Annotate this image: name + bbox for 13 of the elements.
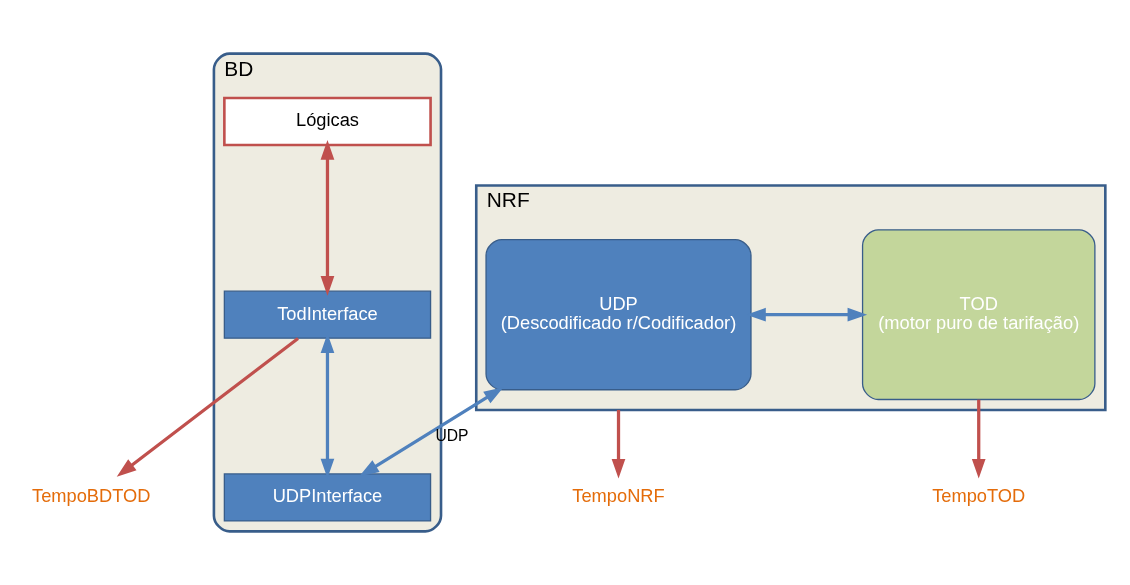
node-box: TOD (motor puro de tarifação) [861, 229, 1096, 401]
arrow [359, 387, 504, 477]
arrow [611, 409, 626, 479]
node-box: UDPInterface [223, 473, 432, 522]
node-box: TodInterface [223, 290, 432, 339]
arrow [971, 399, 986, 479]
node-text: TempoTOD [932, 485, 1026, 507]
node-text: TempoBDTOD [32, 485, 151, 507]
arrow [320, 140, 335, 296]
node-box: UDP (Descodificado r/Codificador) [485, 239, 752, 391]
node-text: TempoNRF [572, 485, 665, 507]
arrow [116, 337, 299, 477]
node-box: Lógicas [223, 96, 432, 147]
